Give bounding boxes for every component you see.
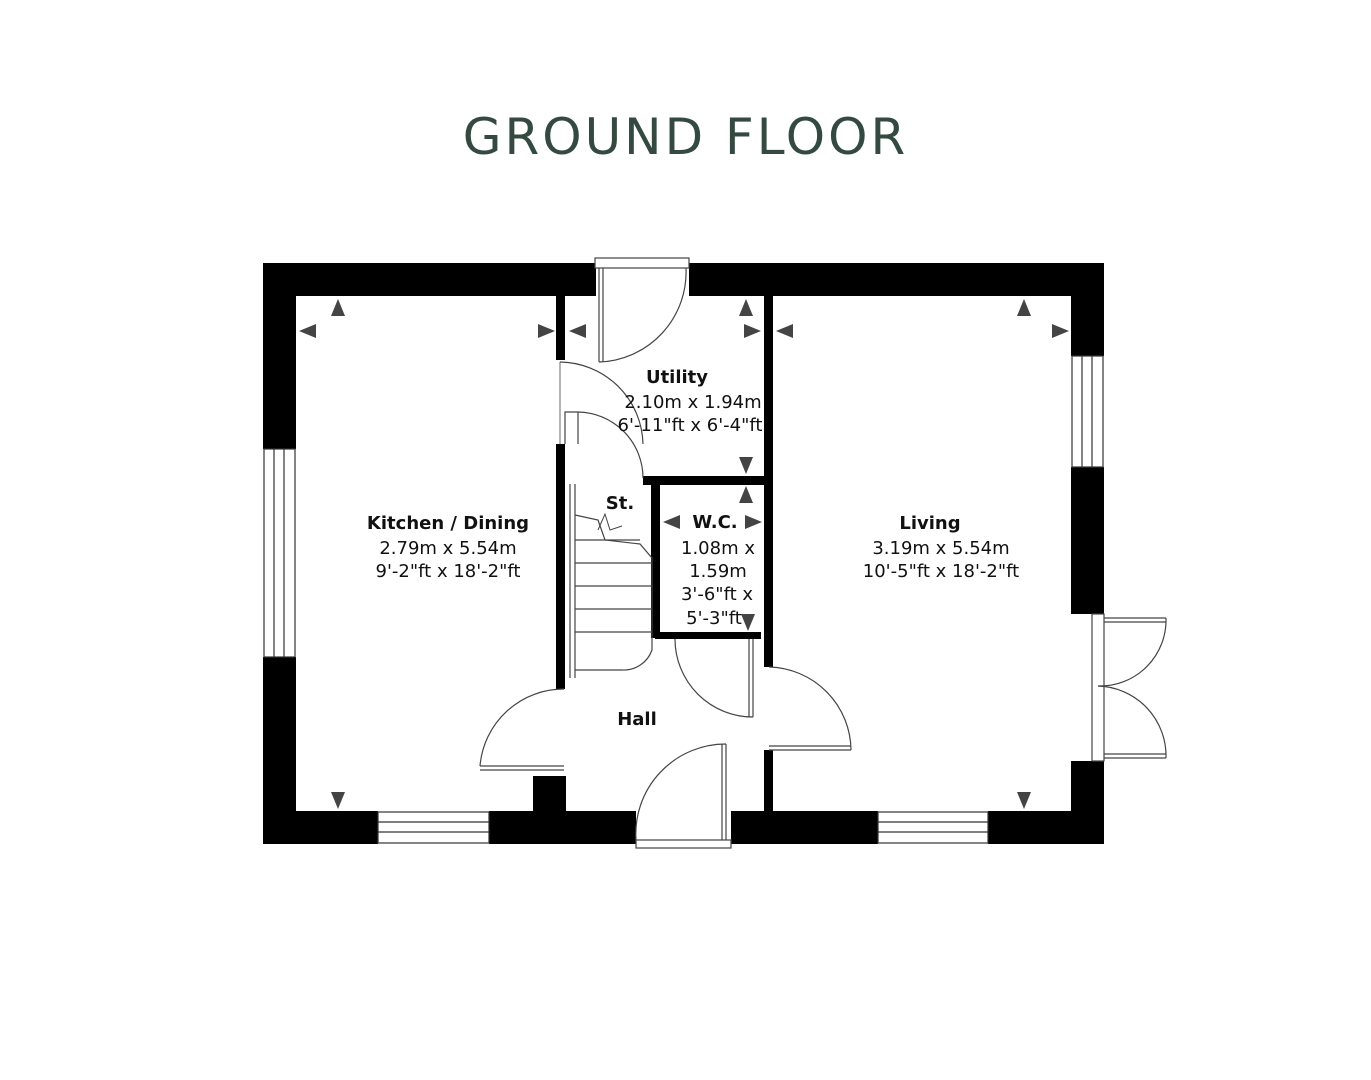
front-door — [635, 743, 732, 849]
hall-kitchen-door — [479, 688, 565, 771]
marker-utility-left — [569, 324, 586, 338]
bottom-wall-1 — [263, 811, 378, 844]
marker-living-bottom — [1017, 792, 1031, 809]
stairs — [569, 484, 653, 678]
kitchen-utility-door — [559, 361, 644, 445]
wc-metric-1: 1.08m x — [681, 538, 755, 559]
internal-walls — [556, 294, 773, 813]
marker-kitchen-top — [331, 299, 345, 316]
window-right — [1071, 355, 1104, 468]
living-french-doors — [1091, 613, 1167, 762]
hall-living-wall — [764, 750, 773, 813]
utility-metric: 2.10m x 1.94m — [624, 392, 761, 413]
marker-utility-top — [739, 299, 753, 316]
wc-door — [674, 638, 754, 718]
utility-living-wall — [764, 294, 773, 667]
kitchen-name: Kitchen / Dining — [367, 513, 529, 534]
store-door — [564, 411, 644, 479]
marker-wc-top — [739, 486, 753, 503]
living-name: Living — [899, 513, 960, 534]
doors — [479, 257, 1167, 849]
wc-bottom-wall — [655, 632, 761, 639]
top-wall-left — [263, 263, 596, 296]
marker-wc-left — [663, 515, 680, 529]
right-wall-mid — [1071, 467, 1104, 614]
hall-name: Hall — [617, 709, 657, 730]
wc-name: W.C. — [692, 512, 737, 533]
marker-living-left — [776, 324, 793, 338]
kitchen-utility-wall-top — [556, 294, 565, 360]
outer-walls — [263, 263, 1104, 844]
left-wall-upper — [263, 263, 296, 449]
utility-back-door — [594, 257, 690, 363]
room-labels: Kitchen / Dining 2.79m x 5.54m 9'-2"ft x… — [367, 367, 1019, 730]
living-imperial: 10'-5"ft x 18'-2"ft — [863, 561, 1019, 582]
marker-kitchen-left — [299, 324, 316, 338]
marker-wc-bottom — [741, 614, 755, 631]
kitchen-metric: 2.79m x 5.54m — [379, 538, 516, 559]
marker-wc-right — [745, 515, 762, 529]
utility-name: Utility — [646, 367, 708, 388]
store-wc-wall — [651, 478, 660, 638]
bottom-wall-3 — [731, 811, 878, 844]
page-title: GROUND FLOOR — [462, 108, 909, 166]
windows — [263, 355, 1104, 844]
marker-utility-right — [744, 324, 761, 338]
right-wall-upper — [1071, 263, 1104, 356]
marker-kitchen-bottom — [331, 792, 345, 809]
bottom-wall-2-pier — [533, 776, 566, 816]
top-wall-right — [689, 263, 1104, 296]
marker-living-top — [1017, 299, 1031, 316]
bottom-wall-2 — [489, 811, 636, 844]
living-metric: 3.19m x 5.54m — [872, 538, 1009, 559]
marker-kitchen-right — [538, 324, 555, 338]
bottom-wall-4 — [988, 811, 1104, 844]
wc-metric-2: 1.59m — [689, 561, 747, 582]
utility-wc-wall — [643, 476, 770, 485]
wc-imperial-1: 3'-6"ft x — [681, 584, 753, 605]
window-bottom-right — [877, 811, 989, 844]
hall-living-door — [768, 666, 852, 751]
wc-imperial-2: 5'-3"ft — [686, 608, 742, 629]
utility-imperial: 6'-11"ft x 6'-4"ft — [618, 415, 763, 436]
kitchen-imperial: 9'-2"ft x 18'-2"ft — [376, 561, 521, 582]
store-name: St. — [606, 493, 634, 514]
dimension-markers — [299, 299, 1069, 809]
marker-living-right — [1052, 324, 1069, 338]
window-left — [263, 448, 296, 658]
marker-utility-bottom — [739, 457, 753, 474]
kitchen-stair-wall — [556, 444, 565, 689]
window-bottom-left — [377, 811, 490, 844]
